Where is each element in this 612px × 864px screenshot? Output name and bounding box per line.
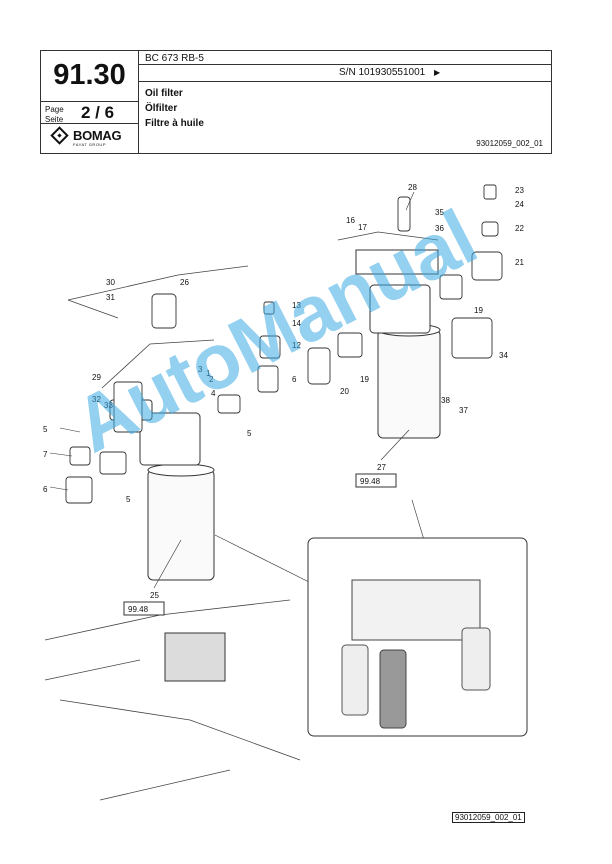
callout-label: 6 bbox=[292, 375, 297, 384]
callout-label: 13 bbox=[292, 301, 301, 310]
callout-label: 7 bbox=[43, 450, 48, 459]
callout-label: 25 bbox=[150, 591, 159, 600]
bomag-logo-icon bbox=[50, 126, 69, 145]
reference-label: 99.48 bbox=[360, 477, 381, 486]
callout-label: 36 bbox=[435, 224, 444, 233]
callout-label: 26 bbox=[180, 278, 189, 287]
callout-label: 31 bbox=[106, 293, 115, 302]
page-titles: Oil filter Ölfilter Filtre à huile bbox=[145, 86, 204, 131]
header-block: BC 673 RB-5 S/N 101930551001 ▶ Oil filte… bbox=[40, 50, 552, 154]
fittings bbox=[65, 184, 503, 504]
callout-label: 3 bbox=[198, 365, 203, 374]
title-german: Ölfilter bbox=[145, 103, 178, 114]
logo-name: BOMAG bbox=[73, 128, 122, 143]
callout-label: 30 bbox=[106, 278, 115, 287]
header-divider bbox=[41, 123, 138, 124]
figure-reference: 93012059_002_01 bbox=[452, 812, 525, 823]
callout-label: 12 bbox=[292, 341, 301, 350]
callout-label: 34 bbox=[499, 351, 508, 360]
title-english: Oil filter bbox=[145, 88, 183, 99]
page-label: Page Seite bbox=[45, 105, 64, 125]
logo-subtitle: FAYAT GROUP bbox=[73, 142, 106, 147]
callout-label: 17 bbox=[358, 223, 367, 232]
model-name: BC 673 RB-5 bbox=[145, 53, 204, 64]
callout-label: 19 bbox=[474, 306, 483, 315]
callout-label: 5 bbox=[126, 495, 131, 504]
header-divider bbox=[138, 81, 551, 82]
callout-labels: 5 7 6 1 2 3 4 5 5 6 12 13 14 16 17 19 19… bbox=[43, 183, 524, 600]
callout-label: 19 bbox=[360, 375, 369, 384]
page-label-de: Seite bbox=[45, 115, 64, 124]
header-divider-vertical bbox=[138, 51, 139, 153]
callout-label: 20 bbox=[340, 387, 349, 396]
callout-label: 21 bbox=[515, 258, 524, 267]
callout-label: 22 bbox=[515, 224, 524, 233]
reference-boxes: 99.48 99.48 bbox=[123, 473, 397, 616]
title-french: Filtre à huile bbox=[145, 118, 204, 129]
callout-label: 38 bbox=[441, 396, 450, 405]
callout-label: 24 bbox=[515, 200, 524, 209]
callout-label: 29 bbox=[92, 373, 101, 382]
callout-label: 6 bbox=[43, 485, 48, 494]
page-number: 2 / 6 bbox=[81, 103, 115, 122]
callout-label: 1 bbox=[206, 369, 211, 378]
oil-filter-right bbox=[355, 249, 441, 439]
callout-label: 33 bbox=[104, 401, 113, 410]
arrow-right-icon: ▶ bbox=[433, 68, 441, 77]
exploded-parts-drawing: 5 7 6 1 2 3 4 5 5 6 12 13 14 16 17 19 19… bbox=[43, 183, 528, 801]
callout-label: 5 bbox=[43, 425, 48, 434]
callout-label: 27 bbox=[377, 463, 386, 472]
callout-label: 5 bbox=[247, 429, 252, 438]
callout-label: 16 bbox=[346, 216, 355, 225]
callout-label: 23 bbox=[515, 186, 524, 195]
callout-label: 35 bbox=[435, 208, 444, 217]
document-number: 93012059_002_01 bbox=[476, 139, 543, 148]
serial-number: S/N 101930551001 ▶ bbox=[339, 67, 440, 78]
page-label-en: Page bbox=[45, 105, 64, 114]
reference-label: 99.48 bbox=[128, 605, 149, 614]
callout-label: 37 bbox=[459, 406, 468, 415]
callout-label: 2 bbox=[209, 375, 214, 384]
callout-label: 14 bbox=[292, 319, 301, 328]
installation-overview bbox=[164, 537, 528, 737]
callout-label: 32 bbox=[92, 395, 101, 404]
machine-frame-lines bbox=[44, 231, 439, 801]
callout-label: 4 bbox=[211, 389, 216, 398]
serial-number-text: S/N 101930551001 bbox=[339, 67, 426, 78]
header-divider bbox=[41, 101, 138, 102]
header-divider bbox=[138, 64, 551, 65]
bomag-logo: BOMAG FAYAT GROUP bbox=[50, 126, 133, 151]
callout-label: 28 bbox=[408, 183, 417, 192]
section-number: 91.30 bbox=[53, 59, 126, 91]
